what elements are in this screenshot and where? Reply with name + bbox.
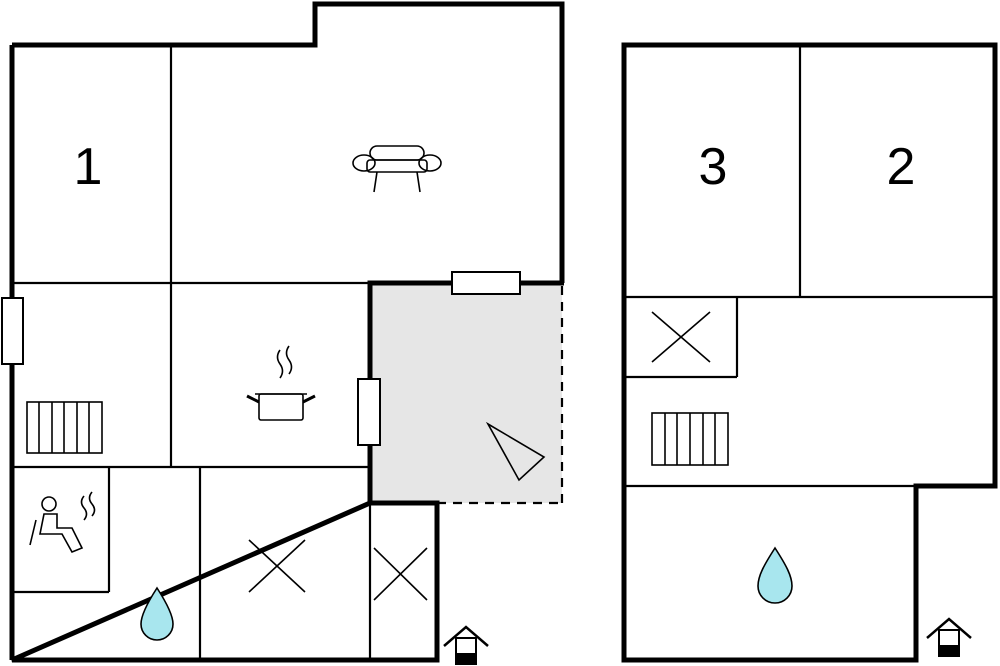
cooking-pot-icon [246,345,316,421]
storage-cross-icon [373,547,428,601]
storage-cross-icon [248,539,306,593]
terrace [367,280,564,506]
room-number-1: 1 [74,138,103,196]
ground-floor: 1 [1,1,565,665]
terrace-icon [485,421,546,482]
room-number-2: 2 [887,138,916,196]
window [1,297,24,365]
upper-floor: 3 2 [621,42,998,663]
outer-wall [621,42,998,663]
stairs-icon [651,412,729,466]
entrance-house-icon [443,625,489,665]
entrance-house-icon [926,617,972,657]
sauna-icon [29,491,96,554]
window [451,271,521,295]
window [357,378,381,446]
stairs-icon [26,401,103,454]
storage-cross-icon [651,311,711,363]
sofa-icon [352,145,442,193]
water-drop-icon [140,586,174,641]
outer-wall [10,1,565,663]
water-drop-icon [757,546,793,604]
room-number-3: 3 [699,138,728,196]
